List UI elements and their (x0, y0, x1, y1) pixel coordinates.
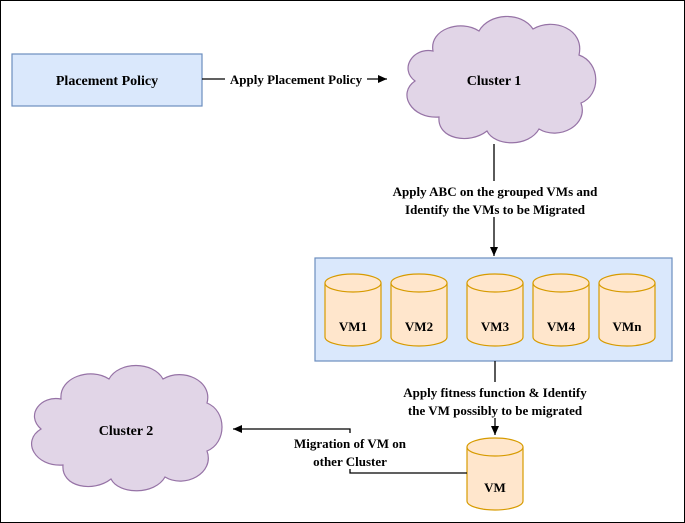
cluster2-cloud: Cluster 2 (31, 365, 223, 492)
selected-vm-label: VM (484, 480, 506, 495)
vm1-cylinder: VM1 (324, 273, 382, 347)
apply-policy-label: Apply Placement Policy (230, 72, 363, 87)
apply-abc-edge: Apply ABC on the grouped VMs and Identif… (378, 144, 614, 256)
migration-label-line1: Migration of VM on (294, 436, 407, 451)
selected-vm-cylinder: VM (466, 437, 524, 511)
placement-policy-label: Placement Policy (56, 74, 158, 89)
vm1-label: VM1 (339, 319, 367, 334)
vm4-cylinder: VM4 (532, 273, 590, 347)
migration-edge: Migration of VM on other Cluster (233, 425, 467, 474)
fitness-label-line1: Apply fitness function & Identify (403, 385, 587, 400)
vm2-cylinder: VM2 (390, 273, 448, 347)
migration-label-line2: other Cluster (313, 454, 387, 469)
cluster1-label: Cluster 1 (467, 74, 522, 89)
vmn-cylinder: VMn (598, 273, 656, 347)
vmn-label: VMn (613, 319, 643, 334)
fitness-edge: Apply fitness function & Identify the VM… (393, 361, 601, 435)
apply-abc-label-line2: Identify the VMs to be Migrated (405, 202, 586, 217)
apply-policy-edge: Apply Placement Policy (202, 70, 387, 88)
vm4-label: VM4 (547, 319, 576, 334)
vm3-label: VM3 (481, 319, 510, 334)
apply-abc-label-line1: Apply ABC on the grouped VMs and (393, 184, 598, 199)
cluster1-cloud: Cluster 1 (406, 15, 597, 144)
cluster2-label: Cluster 2 (99, 424, 154, 439)
fitness-label-line2: the VM possibly to be migrated (408, 403, 583, 418)
vm3-cylinder: VM3 (466, 273, 524, 347)
placement-policy-node: Placement Policy (11, 53, 203, 107)
vm2-label: VM2 (405, 319, 433, 334)
